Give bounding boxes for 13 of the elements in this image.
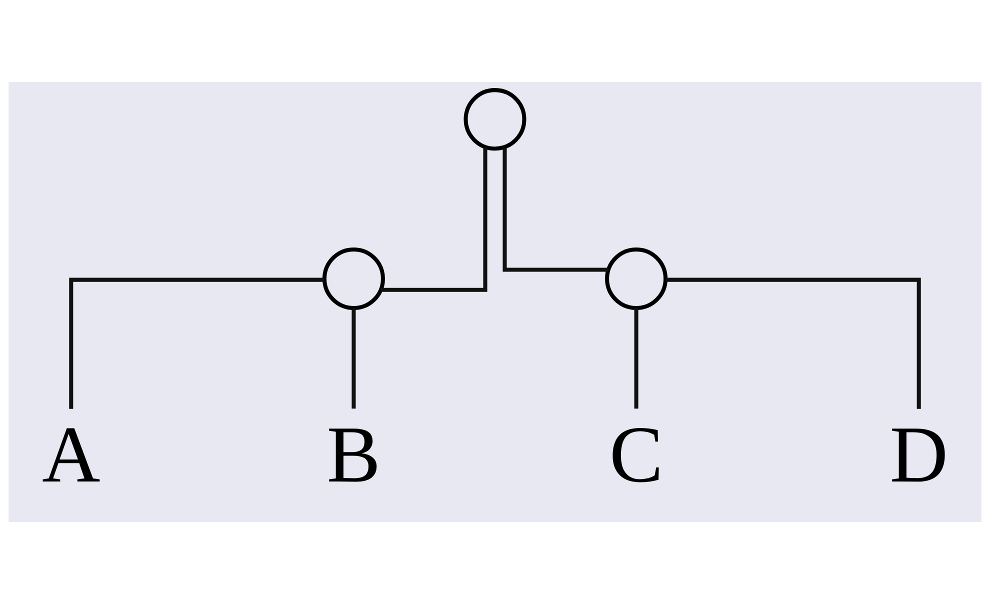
connector <box>502 147 608 272</box>
node-circle <box>464 88 526 150</box>
node-circle <box>322 247 385 310</box>
connector <box>352 308 356 408</box>
connector <box>666 277 921 408</box>
node-text: D <box>890 410 948 500</box>
connector <box>69 277 324 408</box>
connector <box>380 147 488 292</box>
connector <box>634 308 638 408</box>
node-circle <box>605 247 668 310</box>
node-text: A <box>42 410 100 500</box>
node-text: B <box>326 410 381 500</box>
node-text: C <box>609 410 664 500</box>
